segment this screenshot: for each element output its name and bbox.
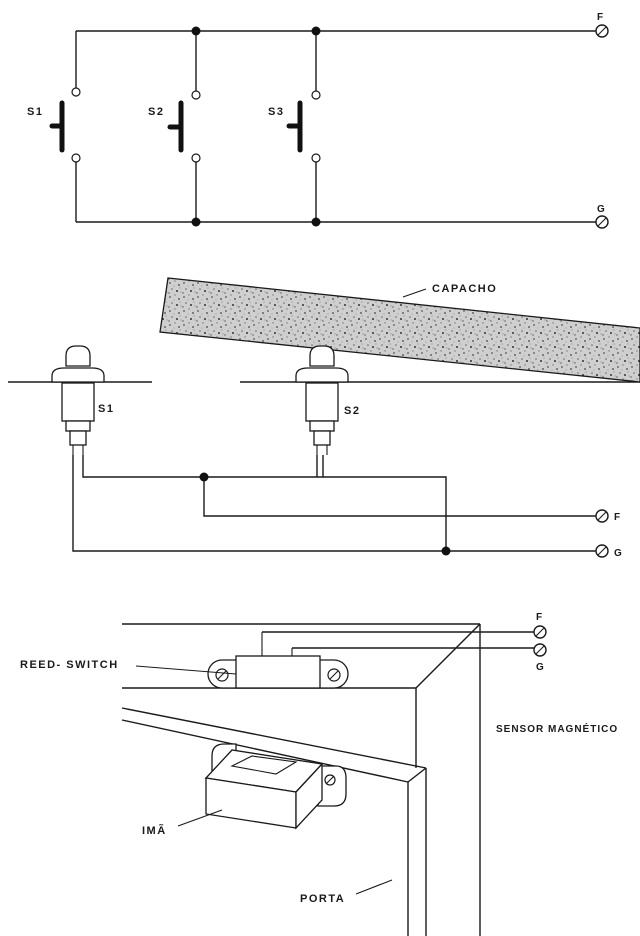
reed-label-leader bbox=[135, 665, 237, 675]
magnet-label-leader bbox=[177, 809, 223, 827]
door-terminal-g-label: G bbox=[536, 662, 544, 673]
s1-label: S1 bbox=[27, 106, 43, 118]
door-mat bbox=[159, 277, 640, 383]
mat-s2-label: S2 bbox=[344, 405, 360, 417]
magnet bbox=[204, 743, 347, 830]
push-switch-s1 bbox=[51, 345, 105, 455]
junction-node bbox=[191, 217, 201, 227]
switch-s3 bbox=[286, 31, 321, 222]
reed-switch-label: REED- SWITCH bbox=[20, 659, 119, 671]
mat-terminal-g-label: G bbox=[614, 548, 622, 559]
figure-title: SENSOR MAGNÉTICO bbox=[496, 722, 618, 735]
door-terminal-f bbox=[533, 625, 547, 639]
junction-node bbox=[441, 546, 451, 556]
junction-node bbox=[311, 26, 321, 36]
terminal-f-label: F bbox=[597, 12, 603, 23]
push-switch-s2 bbox=[295, 345, 349, 455]
switch-s2 bbox=[167, 31, 201, 222]
schematic-section: S1 S2 S3 F G bbox=[27, 12, 609, 229]
mat-s1-label: S1 bbox=[98, 403, 114, 415]
s2-label: S2 bbox=[148, 106, 164, 118]
junction-node bbox=[311, 217, 321, 227]
door-section: F G REED- SWITCH IMÃ PORTA SENSOR MAGNÉT… bbox=[20, 612, 618, 936]
mat-wiring bbox=[72, 455, 596, 552]
mat-section: CAPACHO S1 S2 bbox=[8, 277, 640, 559]
mat-terminal-g bbox=[595, 544, 609, 558]
door-terminal-f-label: F bbox=[536, 612, 542, 623]
terminal-f bbox=[595, 24, 609, 38]
mat-terminal-f-label: F bbox=[614, 512, 620, 523]
door-label-leader bbox=[355, 879, 393, 895]
terminal-g-label: G bbox=[597, 204, 605, 215]
terminal-g bbox=[595, 215, 609, 229]
door-terminal-g bbox=[533, 643, 547, 657]
junction-node bbox=[191, 26, 201, 36]
reed-switch bbox=[207, 632, 349, 689]
door-frame bbox=[121, 623, 481, 936]
s3-label: S3 bbox=[268, 106, 284, 118]
mat-label: CAPACHO bbox=[432, 283, 497, 295]
mat-label-leader bbox=[402, 288, 427, 298]
mat-terminal-f bbox=[595, 509, 609, 523]
magnet-label: IMÃ bbox=[142, 824, 167, 837]
junction-node bbox=[199, 472, 209, 482]
door-label: PORTA bbox=[300, 893, 345, 905]
switch-s1 bbox=[49, 31, 81, 222]
